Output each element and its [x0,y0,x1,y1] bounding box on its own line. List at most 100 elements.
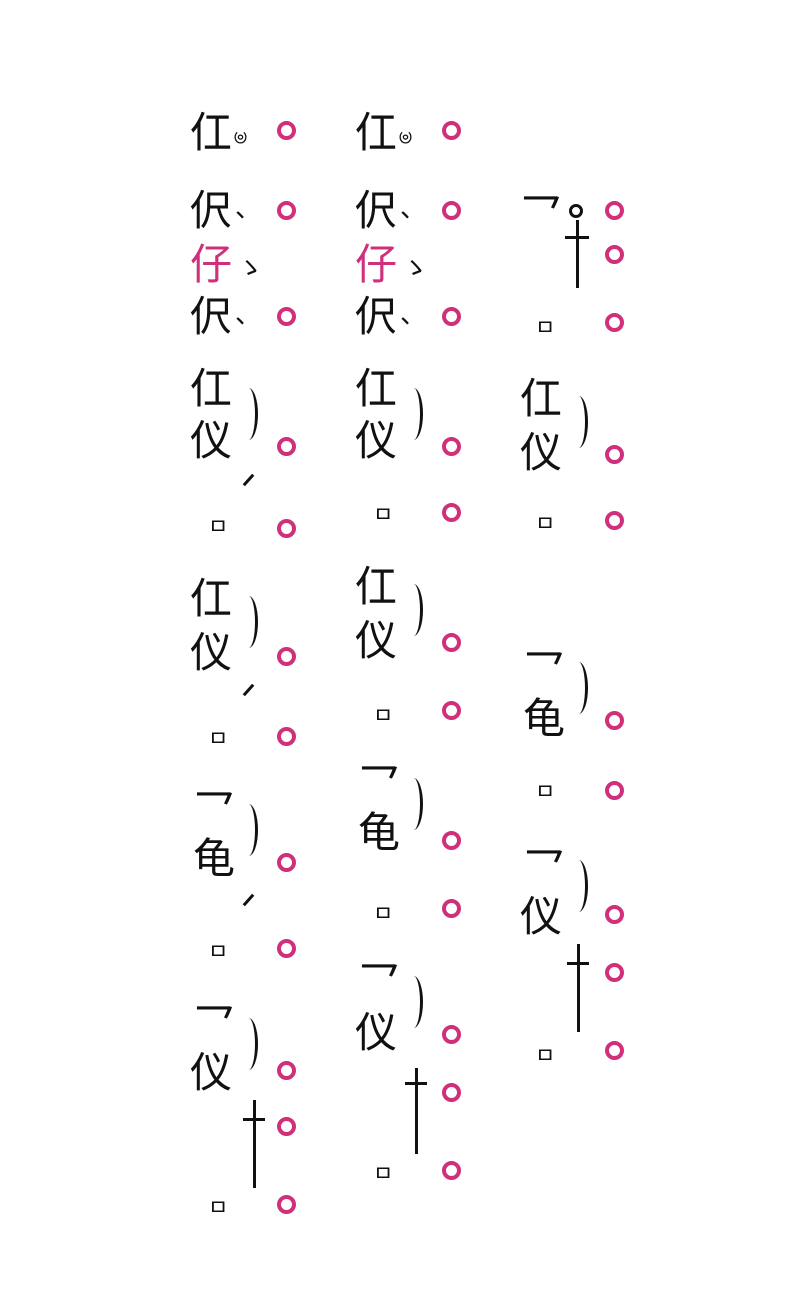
glyph: 仪 [355,616,398,665]
circle-mark-icon [442,701,461,720]
glyph: ㅁ [208,1196,229,1221]
glyph: 仔 [190,240,233,289]
glyph: ㅁ [373,902,394,927]
circle-mark-icon [605,963,624,982]
glyph: 仪 [190,1048,233,1097]
glyph-tail: 、 [235,300,262,330]
glyph: ㅁ [535,512,556,537]
glyph-tail: ゝ [237,254,264,284]
glyph: ㅁ [208,940,229,965]
circle-mark-icon [605,905,624,924]
circle-mark-icon [442,1025,461,1044]
slur-curve [406,584,423,636]
slur-curve [241,1018,258,1070]
glyph: 仜 [190,364,233,413]
glyph: 乛 [523,844,566,893]
circle-mark-icon [442,899,461,918]
glyph-tail: ゝ [402,254,429,284]
slur-curve [571,662,588,714]
circle-mark-icon [277,1061,296,1080]
glyph-tail: 、 [235,194,262,224]
slur-curve [241,804,258,856]
tick-mark [242,683,255,697]
circle-mark-icon [442,1083,461,1102]
circle-mark-icon [442,1161,461,1180]
circle-mark-icon [442,201,461,220]
glyph: 仪 [355,416,398,465]
glyph: 仪 [520,892,563,941]
circle-mark-icon [605,201,624,220]
glyph: 仪 [190,416,233,465]
circle-mark-icon [442,437,461,456]
glyph: ㅁ [373,704,394,729]
glyph-tail: ၑ [233,120,248,150]
circle-mark-icon [277,1117,296,1136]
circle-mark-icon [277,519,296,538]
glyph: 仜 [355,108,398,157]
glyph: ㅁ [535,1044,556,1069]
glyph: 伬 [190,292,233,341]
small-circle-icon [569,204,583,218]
glyph: 伬 [355,292,398,341]
circle-mark-icon [605,711,624,730]
glyph: 仜 [355,364,398,413]
glyph: 伬 [355,186,398,235]
slur-curve [406,976,423,1028]
circle-mark-icon [605,313,624,332]
circle-mark-icon [605,511,624,530]
slur-curve [241,388,258,440]
glyph: 仜 [190,574,233,623]
glyph: ㅁ [373,1162,394,1187]
glyph: 仪 [190,628,233,677]
glyph: ㅁ [535,780,556,805]
circle-mark-icon [277,121,296,140]
circle-mark-icon [442,503,461,522]
circle-mark-icon [605,1041,624,1060]
glyph: 乛 [193,786,236,835]
horizontal-stroke [243,1118,265,1121]
vertical-stroke [577,944,580,1032]
slur-curve [241,596,258,648]
glyph: 乛 [520,190,563,239]
glyph-tail: 、 [400,300,427,330]
horizontal-stroke [405,1082,427,1085]
tick-mark [242,473,255,487]
glyph: ㅁ [373,503,394,528]
horizontal-stroke [565,236,589,239]
circle-mark-icon [442,121,461,140]
circle-mark-icon [605,245,624,264]
circle-mark-icon [277,647,296,666]
glyph: ㅁ [208,727,229,752]
glyph: 仜 [520,374,563,423]
circle-mark-icon [277,939,296,958]
circle-mark-icon [277,307,296,326]
slur-curve [571,860,588,912]
glyph: 仔 [355,240,398,289]
notation-column-middle: 仜 ၑ 伬 、 仔 ゝ 伬 、 仜 仪 ㅁ 仜 仪 ㅁ 乛 龟 ㅁ 乛 仪 [350,0,470,1298]
circle-mark-icon [277,727,296,746]
circle-mark-icon [442,307,461,326]
circle-mark-icon [277,201,296,220]
glyph: 龟 [523,694,566,743]
glyph-tail: 、 [400,194,427,224]
circle-mark-icon [605,445,624,464]
circle-mark-icon [442,633,461,652]
circle-mark-icon [277,1195,296,1214]
vertical-stroke [253,1100,256,1188]
glyph: ㅁ [208,515,229,540]
glyph-tail: ၑ [398,120,413,150]
notation-column-left: 仜 ၑ 伬 、 仔 ゝ 伬 、 仜 仪 ㅁ 仜 仪 ㅁ 乛 龟 ㅁ 乛 仪 [185,0,305,1298]
glyph: ㅁ [535,316,556,341]
glyph: 仜 [355,562,398,611]
glyph: 乛 [523,646,566,695]
vertical-stroke [415,1068,418,1154]
glyph: 乛 [358,958,401,1007]
slur-curve [406,388,423,440]
glyph: 伬 [190,186,233,235]
notation-column-right: 乛 ㅁ 仜 仪 ㅁ 乛 龟 ㅁ 乛 仪 ㅁ [515,0,635,1298]
circle-mark-icon [277,853,296,872]
horizontal-stroke [567,962,589,965]
slur-curve [571,396,588,448]
glyph: 仪 [520,428,563,477]
